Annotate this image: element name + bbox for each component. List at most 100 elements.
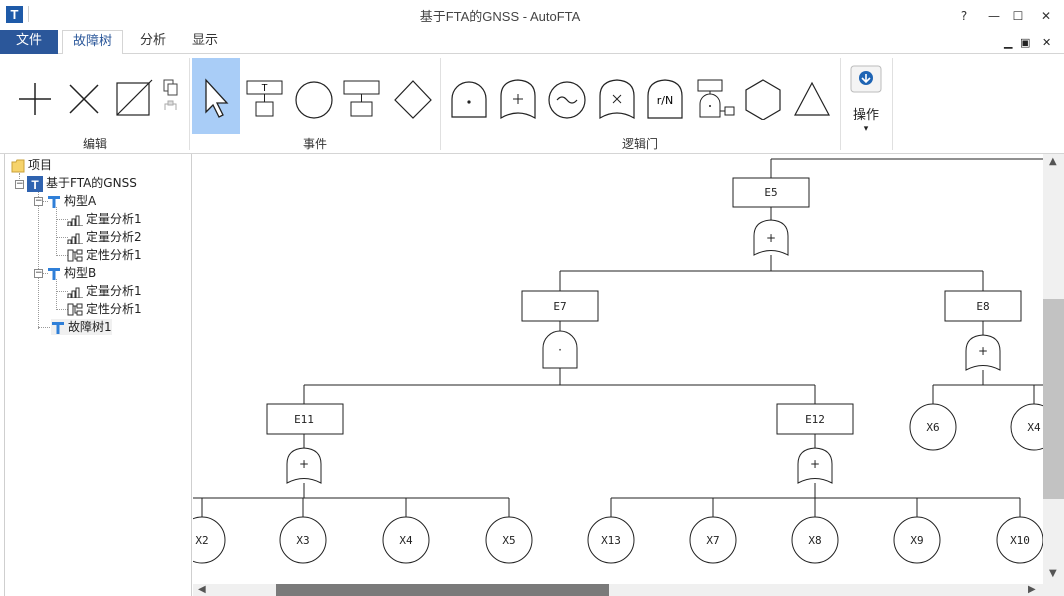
title-bar: T 基于FTA的GNSS - AutoFTA ? — ☐ ✕ [0, 0, 1064, 30]
group-separator [440, 58, 441, 150]
close-button[interactable]: ✕ [1040, 9, 1052, 23]
horizontal-scrollbar[interactable]: ◀ ▶ [193, 584, 1043, 596]
tab-fault-tree[interactable]: 故障树 [62, 30, 124, 55]
or-gate-e12[interactable] [797, 447, 833, 484]
add-tool[interactable] [12, 58, 58, 134]
or-gate-e5[interactable] [753, 219, 789, 256]
tree-fault-tree-label: 故障树1 [68, 320, 112, 334]
or-gate-tool[interactable] [495, 58, 541, 134]
tree-item-qual-1[interactable]: 定性分析1 [67, 301, 142, 317]
and-gate-icon [451, 81, 487, 118]
operation-button[interactable]: 操作 ▾ [846, 58, 886, 134]
not-gate-tool[interactable] [594, 58, 640, 134]
folder-icon [11, 159, 25, 172]
title-separator [28, 6, 29, 22]
tree-item-label: 定性分析1 [86, 302, 142, 316]
tree-item-quant-1[interactable]: 定量分析1 [67, 211, 142, 227]
scroll-corner [1043, 584, 1064, 596]
and-gate-tool[interactable] [446, 58, 492, 134]
tree-config-b[interactable]: 构型B [47, 265, 96, 281]
app-icon[interactable]: T [6, 6, 23, 23]
basic-event-x2[interactable] [193, 516, 226, 564]
diamond-icon [394, 80, 432, 119]
basic-event-x10[interactable] [996, 516, 1043, 564]
basic-event-x4[interactable] [382, 516, 430, 564]
intermediate-event-tool[interactable] [340, 58, 386, 134]
operation-label: 操作 [852, 108, 879, 123]
basic-event-tool[interactable] [291, 58, 337, 134]
vertical-scroll-thumb[interactable] [1043, 299, 1064, 499]
group-separator [840, 58, 841, 150]
help-button[interactable]: ? [960, 9, 968, 23]
config-icon [48, 267, 60, 280]
basic-event-x7[interactable] [689, 516, 737, 564]
basic-event-label: X9 [910, 534, 923, 547]
tree-item-quant-1[interactable]: 定量分析1 [67, 283, 142, 299]
basic-event-x13[interactable] [587, 516, 635, 564]
minimize-button[interactable]: — [988, 9, 1000, 23]
tree-config-a-label: 构型A [64, 194, 97, 208]
basic-event-x4b[interactable] [1010, 403, 1043, 451]
event-label-e5: E5 [764, 186, 777, 199]
basic-event-label: X3 [296, 534, 309, 547]
scroll-left-icon[interactable]: ◀ [198, 584, 206, 595]
tree-item-label: 定量分析1 [86, 284, 142, 298]
top-event-tool[interactable]: T [243, 58, 289, 134]
connect-tool[interactable] [112, 58, 158, 134]
transfer-tool[interactable] [694, 58, 740, 134]
tree-expander[interactable]: − [34, 268, 43, 278]
vertical-scrollbar[interactable]: ▲ ▼ [1043, 154, 1064, 584]
top-event-letter: T [261, 83, 267, 94]
tab-display[interactable]: 显示 [192, 33, 219, 48]
basic-event-x6[interactable] [909, 403, 957, 451]
copy-tool[interactable] [160, 58, 182, 134]
event-box-e11[interactable] [266, 403, 344, 435]
tree-item-qual-1[interactable]: 定性分析1 [67, 247, 142, 263]
maximize-button[interactable]: ☐ [1012, 9, 1024, 23]
diagram-canvas[interactable]: E5 E7 E8 E11 E12 + · + + + [193, 154, 1043, 584]
window-title: 基于FTA的GNSS - AutoFTA [419, 9, 581, 24]
tree-config-b-label: 构型B [64, 266, 97, 280]
undeveloped-event-tool[interactable] [390, 58, 436, 134]
tree-root[interactable]: 项目 [11, 157, 52, 173]
scroll-down-icon[interactable]: ▼ [1049, 568, 1057, 579]
basic-event-x5[interactable] [485, 516, 533, 564]
vote-gate-tool[interactable]: r/N [642, 58, 688, 134]
tree-expander[interactable]: − [34, 196, 43, 206]
basic-event-x9[interactable] [893, 516, 941, 564]
xor-gate-tool[interactable] [544, 58, 590, 134]
basic-event-x8[interactable] [791, 516, 839, 564]
tree-item-quant-2[interactable]: 定量分析2 [67, 229, 142, 245]
and-gate-e7[interactable] [542, 330, 578, 369]
fault-tree-icon [52, 321, 64, 334]
tree-config-a[interactable]: 构型A [47, 193, 96, 209]
select-tool[interactable] [192, 58, 240, 134]
basic-event-x3[interactable] [279, 516, 327, 564]
event-box-e7[interactable] [521, 290, 599, 322]
triangle-icon [794, 81, 830, 116]
doc-close-button[interactable]: ✕ [1042, 36, 1052, 49]
event-box-e8[interactable] [944, 290, 1022, 322]
doc-minimize-button[interactable]: ▁ [1004, 36, 1013, 49]
doc-restore-button[interactable]: ▣ [1020, 36, 1031, 49]
event-box-e12[interactable] [776, 403, 854, 435]
delete-tool[interactable] [61, 58, 107, 134]
tree-fault-tree[interactable]: 故障树1 [51, 319, 112, 335]
vote-gate-label: r/N [657, 94, 673, 107]
scroll-up-icon[interactable]: ▲ [1049, 156, 1057, 167]
tab-analysis[interactable]: 分析 [140, 33, 167, 48]
or-gate-e8[interactable] [965, 334, 1001, 371]
config-icon [48, 195, 60, 208]
or-gate-e11[interactable] [286, 447, 322, 484]
gate-symbol: · [558, 343, 562, 357]
triangle-tool[interactable] [789, 58, 835, 134]
tab-file[interactable]: 文件 [0, 30, 58, 54]
hexagon-tool[interactable] [740, 58, 786, 134]
scroll-right-icon[interactable]: ▶ [1028, 584, 1036, 595]
tree-root-label: 项目 [28, 158, 53, 172]
horizontal-scroll-thumb[interactable] [276, 584, 609, 596]
event-label-e7: E7 [553, 300, 566, 313]
tree-expander[interactable]: − [15, 179, 24, 189]
event-box-e5[interactable] [732, 177, 810, 208]
